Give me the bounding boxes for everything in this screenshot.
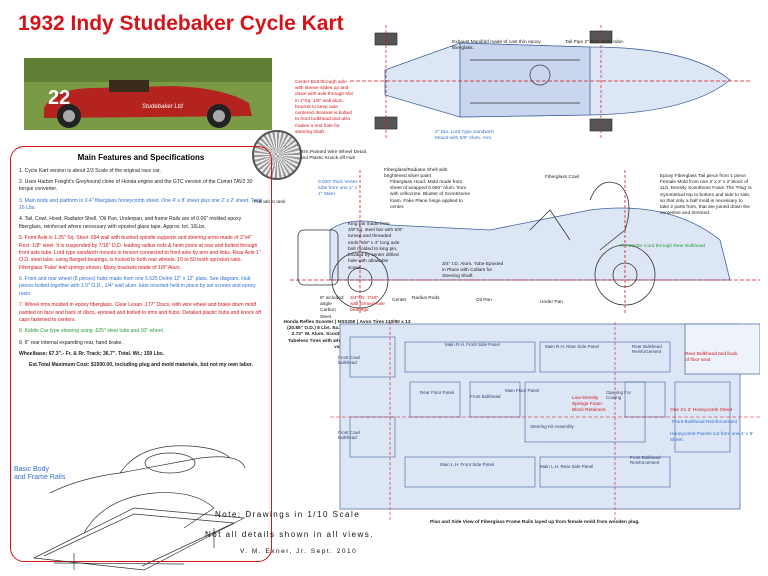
layout-caption: Plan and Side View of Fiberglass Frame R… [430,520,640,525]
spec-item: Est.Total Maximum Cost: $1500.00, includ… [28,362,254,369]
panel-label: Opening For Cooling [606,390,632,400]
specs-heading: Main Features and Specifications [77,153,205,162]
car-number: 22 [48,87,70,109]
pull-tab-label: Pull tab in tank [254,200,286,205]
page-title: 1932 Indy Studebaker Cycle Kart [18,12,344,35]
kingpin-label: King pin made from 3/8"Sq. steel bar wit… [348,222,403,271]
radiator-shell-label: Fiberglass/Radiator Shell with brightene… [384,168,448,180]
car-photo-art: 22 Studebaker Ltd [24,58,272,130]
fiberglass-hood-label: Fiberglass Hood. Mold made from sheet of… [390,180,470,210]
basic-body-label: Basic Body [14,466,50,473]
panel-label: Main L.H. Front Side Panel [440,462,495,467]
under-pan-label: Under Pan [540,300,563,305]
basic-body-isometric [49,445,246,494]
one-2x2-label: One 2'x 2' Honeycomb Sheet [670,408,733,413]
spec-item: 6. Front and rear wheel (8 pieces) hubs … [19,276,256,297]
spec-item: 5. Front Axle is 1.25" Sq. Steel .094 wa… [19,235,261,271]
spec-item: 3. Main body and platform in 0.4" fiberg… [19,197,262,212]
frame-rails-isometric [32,492,246,571]
car-photo: 22 Studebaker Ltd [24,58,272,130]
car-plate: Studebaker Ltd [142,104,183,110]
panel-label: Front Cowl Bulkhead [338,355,360,365]
axle-bolts-label: 3/4"I.D. 7/16" wall formed Axle bearings [350,296,385,314]
panel-label: Steering Kit Assembly [530,424,574,429]
spec-item: 2. Uses Harbor Freight's Greyhound clone… [19,178,253,193]
panel-label: Front Bulkhead Reinforcement [630,455,661,465]
plan-view-drawing [350,25,750,140]
spec-item: 8. Kiddie Car type steering using .625" … [19,328,165,335]
center-bolt-label: Center Bolt through axle with sleeve sli… [295,80,353,135]
panel-label: Main R.H. Front Side Panel [445,342,500,347]
honeycomb-label: Honeycomb Panels cut from one 4' x 8' Sh… [670,432,754,444]
spec-item: 9. 6" rear internal expanding rear, hand… [19,339,123,346]
panel-label: Rear Bulkhead Reinforcement [632,344,662,354]
specs-panel: Main Features and Specifications 1. Cycl… [10,146,272,562]
included-angle-label: 8" included angle Carbon Steel. [320,296,344,320]
front-bulkhead-reinf-label: Front Bulkhead Reinforcement [672,420,738,425]
exhaust-disc-label: 0.030" thick Vertex tube from one 1" x 1… [318,180,358,198]
spec-item: 4. Tail, Cowl, Hood, Radiator Shell, 'Oi… [19,216,242,230]
panel-label: Main Floor Panel [505,388,540,393]
panel-label: Rear Floor Panel [420,390,455,395]
pin-starter-label: Pin Starter Cord through Rear Bulkhead [620,244,706,249]
panel-layout-drawing [330,322,760,522]
spec-item: 1. Cycle Kart version is about 2/3 Scale… [19,167,161,174]
exhaust-label: Exhaust Manifold made of cast thin epoxy… [452,40,541,52]
panel-label: Main R.H. Rear Side Panel [545,344,600,349]
radius-rods-label: Radius Rods [412,296,440,301]
panel-label: Front Cowl Bulkhead [338,430,360,440]
basic-body-caption: Basic Body and Frame Rails [14,466,65,483]
spec-item: Wheelbase; 67.3".- Fr. & Rr. Track; 36.7… [19,351,165,358]
views-note: Not all details shown in all views. [205,530,374,539]
center-label: Center [392,298,407,303]
spec-item: 7. Wheel rims molded in epoxy fiberglass… [19,302,262,323]
low-density-label: Low-Density Springs Foam Block Retainers [572,396,606,414]
rear-bulkhead-label: Rear Bulkhead and back of floor seat [685,352,738,364]
tail-pipe-label: Tail Pipe 2" O.D. Alum tube. [565,40,625,45]
epoxy-tail-label: Epoxy Fiberglass Tail piece from 1 piece… [660,174,752,217]
frame-rails-label: and Frame Rails [14,474,66,482]
panel-label: Front Bulkhead [470,394,501,399]
panel-label: Main L.H. Rear Side Panel [540,464,594,469]
scale-note: Note: Drawings in 1/10 Scale [215,510,361,519]
fiberglass-cowl-label: Fiberglass Cowl [545,175,580,180]
author-credit: V. M. Exner, Jr. Sept. 2010 [240,548,358,555]
wire-wheel-label: Rim,Painted Wire Wheel Detail, and Plast… [300,150,368,162]
oil-pan-label: Oil Pan [476,298,492,303]
side-view-drawing [290,170,760,315]
lord-type-label: 2" Dia. Lord Type Sandwich Mount with 5/… [435,130,494,142]
alum-tube-label: 3/4" I.D. Alum. Tube Epoxied in Place wi… [442,262,504,280]
